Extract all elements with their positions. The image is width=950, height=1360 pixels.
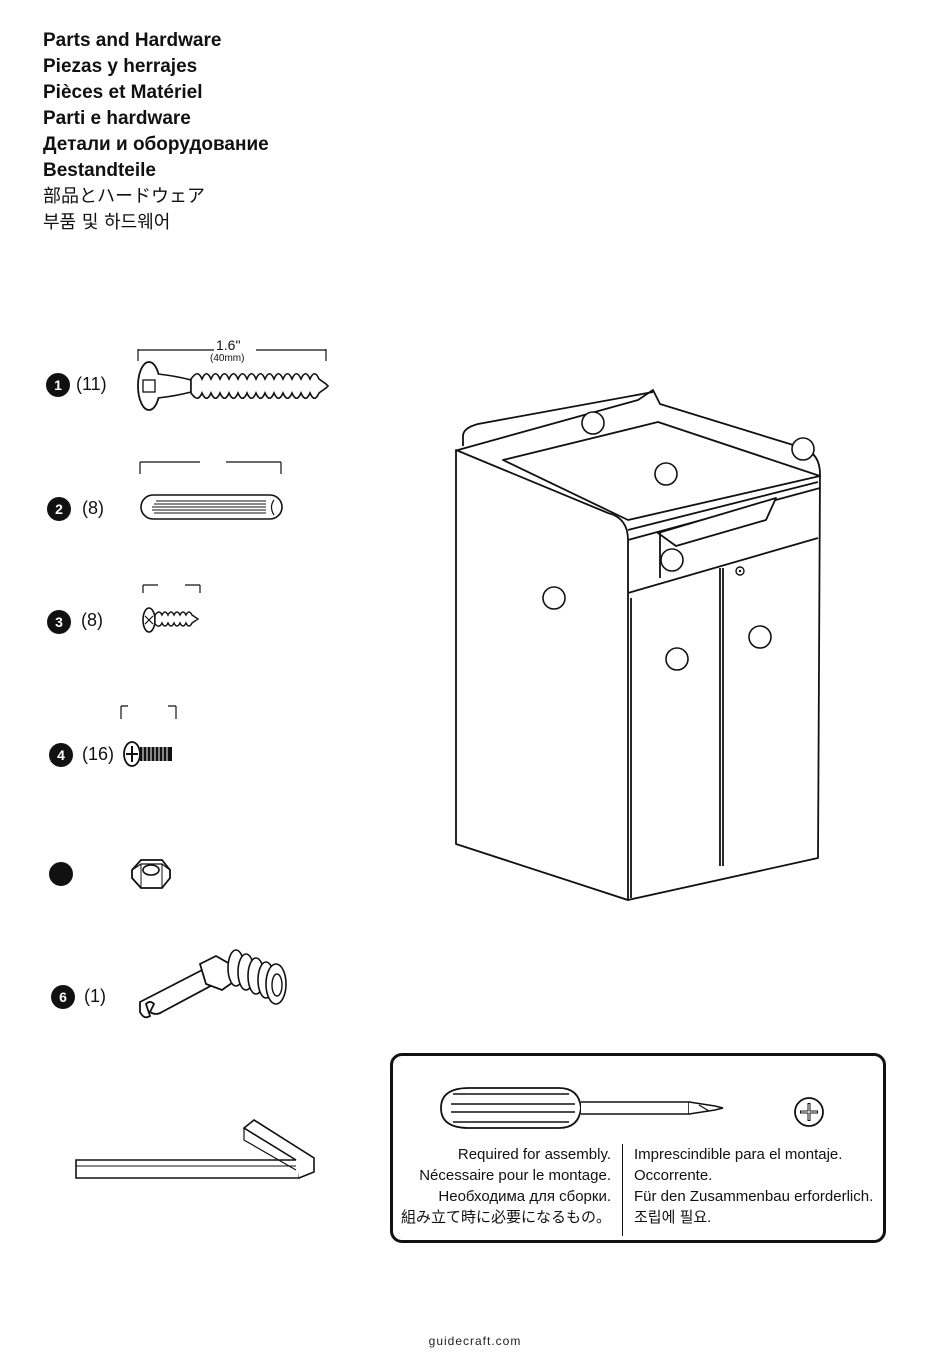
required-tool-box: Required for assembly. Nécessaire pour l… [390, 1053, 886, 1243]
caption-japanese: 組み立て時に必要になるもの。 [400, 1209, 611, 1226]
part-number-badge [49, 862, 73, 886]
part-quantity: (16) [82, 744, 115, 764]
long-screw-icon [137, 349, 330, 411]
title-english: Parts and Hardware [43, 30, 222, 51]
hex-nut-icon [131, 859, 171, 889]
part-quantity: (8) [81, 610, 103, 630]
part-number-badge: 4 [49, 743, 73, 767]
title-french: Pièces et Matériel [43, 82, 203, 103]
dimension-mm: (40mm) [210, 353, 245, 364]
title-italian: Parti e hardware [43, 108, 191, 129]
caption-italian: Occorrente. [634, 1167, 713, 1184]
tool-caption-right: Imprescindible para el montaje. Occorren… [634, 1144, 884, 1228]
cabinet-illustration [455, 389, 821, 901]
caption-german: Für den Zusammenbau erforderlich. [634, 1188, 874, 1205]
title-german: Bestandteile [43, 160, 156, 181]
allen-key-icon [75, 1119, 315, 1179]
caption-divider [622, 1144, 623, 1236]
caption-korean: 조립에 필요. [634, 1209, 712, 1226]
machine-screw-icon [120, 705, 177, 767]
part-number-badge: 1 [46, 373, 70, 397]
phillips-head-icon [794, 1097, 824, 1127]
wood-screw-icon [142, 584, 201, 633]
caption-english: Required for assembly. [457, 1146, 611, 1163]
wooden-dowel-icon [139, 461, 283, 520]
title-spanish: Piezas y herrajes [43, 56, 198, 77]
caption-russian: Необходима для сборки. [438, 1188, 611, 1205]
title-korean: 부품 및 하드웨어 [43, 212, 171, 233]
dimension-inches: 1.6" [216, 337, 241, 353]
caption-french: Nécessaire pour le montage. [419, 1167, 611, 1184]
tool-caption-left: Required for assembly. Nécessaire pour l… [393, 1144, 611, 1228]
title-russian: Детали и оборудование [43, 134, 269, 155]
caption-spanish: Imprescindible para el montaje. [634, 1146, 843, 1163]
title-japanese: 部品とハードウェア [43, 186, 205, 207]
phillips-screwdriver-icon [440, 1087, 724, 1129]
part-number-badge: 3 [47, 610, 71, 634]
part-quantity: (1) [84, 986, 106, 1006]
footer-url: guidecraft.com [428, 1334, 522, 1348]
part-number-badge: 6 [51, 985, 75, 1009]
part-number-badge: 2 [47, 497, 71, 521]
title-block: Parts and Hardware Piezas y herrajes Piè… [43, 28, 269, 236]
cam-lock-icon [139, 949, 287, 1019]
part-quantity: (8) [82, 498, 104, 518]
part-quantity: (11) [76, 374, 107, 394]
